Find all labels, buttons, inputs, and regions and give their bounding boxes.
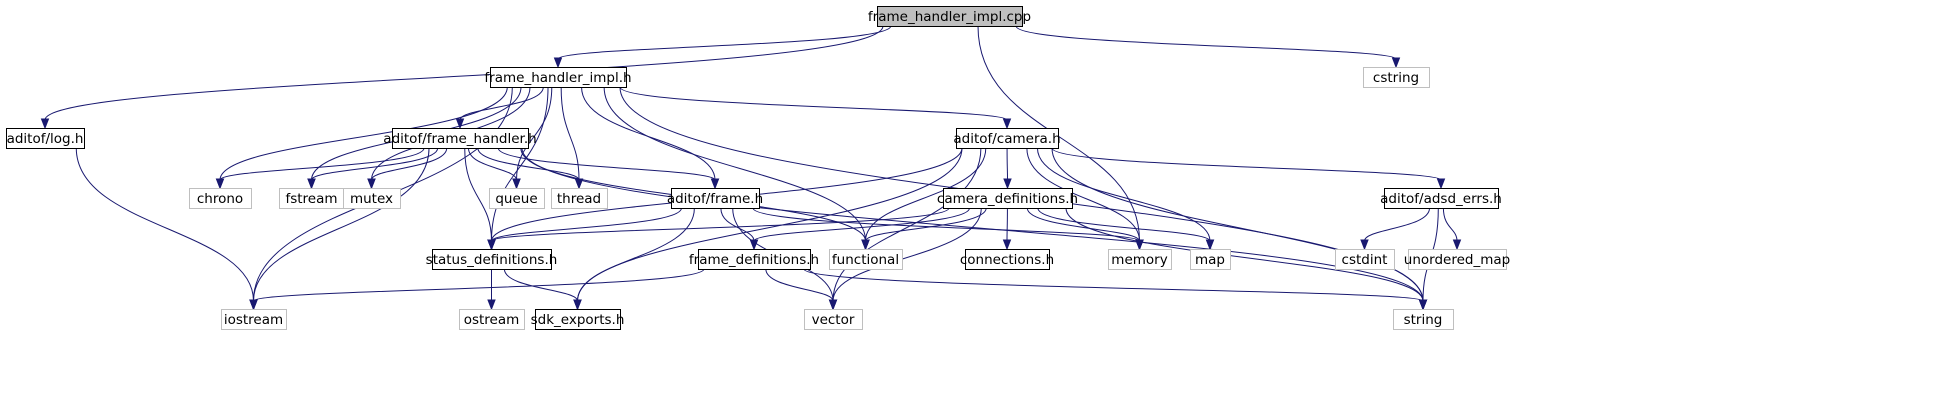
node-label: string (1404, 312, 1443, 328)
node-frame-handler-impl-cpp[interactable]: frame_handler_impl.cpp (868, 6, 1031, 27)
node-label: sdk_exports.h (531, 312, 625, 328)
edge-aditof_frame_handler_h-to-fstream (307, 147, 439, 190)
node-vector: vector (804, 309, 863, 330)
node-functional: functional (829, 249, 903, 270)
edge-camera_definitions_h-to-functional (861, 207, 987, 251)
node-label: frame_definitions.h (689, 252, 819, 268)
edge-camera_definitions_h-to-status_definitions_h (487, 207, 950, 251)
edge-aditof_frame_handler_h-to-iostream (249, 147, 430, 311)
node-label: chrono (197, 191, 243, 207)
node-label: thread (557, 191, 601, 207)
node-label: cstdint (1342, 252, 1388, 268)
node-frame-definitions-h[interactable]: frame_definitions.h (689, 249, 819, 270)
node-cstring: cstring (1363, 67, 1430, 88)
node-connections-h[interactable]: connections.h (960, 249, 1054, 270)
edge-aditof_frame_handler_h-to-thread (477, 147, 584, 190)
node-sdk-exports-h[interactable]: sdk_exports.h (531, 309, 625, 330)
node-unordered-map: unordered_map (1404, 249, 1510, 270)
node-label: iostream (224, 312, 283, 328)
node-label: memory (1111, 252, 1167, 268)
node-label: map (1195, 252, 1225, 268)
edge-aditof_camera_h-to-camera_definitions_h (1003, 147, 1012, 190)
edge-frame_handler_impl_cpp-to-log_h (40, 25, 884, 130)
node-label: functional (832, 252, 899, 268)
node-frame-handler-impl-h[interactable]: frame_handler_impl.h (484, 67, 632, 88)
node-aditof-camera-h[interactable]: aditof/camera.h (953, 128, 1061, 149)
edge-adsd_errs_h-to-unordered_map (1442, 207, 1462, 251)
edge-frame_definitions_h-to-string (803, 268, 1428, 311)
node-chrono: chrono (189, 188, 252, 209)
node-label: queue (495, 191, 537, 207)
node-label: status_definitions.h (426, 252, 558, 268)
node-string: string (1393, 309, 1454, 330)
node-adsd-errs-h[interactable]: aditof/adsd_errs.h (1380, 188, 1502, 209)
node-status-definitions-h[interactable]: status_definitions.h (426, 249, 558, 270)
node-log-h[interactable]: aditof/log.h (6, 128, 85, 149)
edge-camera_definitions_h-to-map (1037, 207, 1215, 251)
node-mutex: mutex (343, 188, 401, 209)
edge-camera_definitions_h-to-connections_h (1002, 207, 1012, 251)
edge-frame_definitions_h-to-vector (765, 268, 838, 311)
node-label: frame_handler_impl.h (484, 70, 631, 86)
graph-nodes: frame_handler_impl.cpp frame_handler_impl… (6, 6, 1510, 330)
node-memory: memory (1108, 249, 1172, 270)
node-label: unordered_map (1404, 252, 1510, 268)
edge-aditof_camera_h-to-adsd_errs_h (1051, 147, 1446, 190)
node-iostream: iostream (221, 309, 287, 330)
edge-aditof_frame_handler_h-to-mutex (367, 147, 448, 190)
edge-frame_handler_impl_h-to-aditof_frame_handler_h (455, 86, 544, 130)
node-thread: thread (551, 188, 608, 209)
edge-frame_handler_impl_cpp-to-cstring (1015, 25, 1401, 69)
node-aditof-frame-h[interactable]: aditof/frame.h (667, 188, 763, 209)
node-label: mutex (350, 191, 393, 207)
edge-status_definitions_h-to-sdk_exports_h (503, 268, 582, 311)
node-label: frame_handler_impl.cpp (868, 9, 1031, 25)
edge-aditof_frame_handler_h-to-aditof_frame_h (497, 147, 720, 190)
edge-camera_definitions_h-to-frame_definitions_h (749, 207, 970, 251)
node-label: aditof/camera.h (953, 131, 1060, 147)
edge-status_definitions_h-to-ostream (487, 269, 496, 311)
node-fstream: fstream (279, 188, 345, 209)
edge-frame_handler_impl_h-to-aditof_camera_h (619, 86, 1012, 130)
edge-aditof_camera_h-to-sdk_exports_h (573, 147, 963, 311)
node-map: map (1190, 249, 1231, 270)
node-label: connections.h (960, 252, 1054, 268)
node-label: aditof/log.h (7, 131, 84, 147)
node-aditof-frame-handler-h[interactable]: aditof/frame_handler.h (383, 128, 537, 149)
node-label: aditof/frame.h (667, 191, 763, 207)
node-label: fstream (285, 191, 337, 207)
node-label: camera_definitions.h (937, 191, 1078, 207)
edge-adsd_errs_h-to-cstdint (1360, 207, 1431, 251)
node-camera-definitions-h[interactable]: camera_definitions.h (937, 188, 1078, 209)
node-label: aditof/frame_handler.h (383, 131, 536, 147)
node-ostream: ostream (459, 309, 525, 330)
edge-frame_handler_impl_cpp-to-frame_handler_impl_h (553, 25, 892, 69)
edge-aditof_frame_h-to-status_definitions_h (487, 207, 682, 251)
node-label: vector (812, 312, 855, 328)
node-label: aditof/adsd_errs.h (1380, 191, 1502, 207)
node-cstdint: cstdint (1335, 249, 1395, 270)
edge-frame_definitions_h-to-iostream (249, 268, 705, 311)
edge-log_h-to-iostream (75, 147, 258, 311)
node-label: cstring (1373, 70, 1419, 86)
edge-aditof_frame_h-to-sdk_exports_h (573, 207, 695, 311)
edge-aditof_frame_handler_h-to-chrono (215, 147, 425, 190)
node-queue: queue (489, 188, 545, 209)
edge-aditof_frame_handler_h-to-queue (467, 147, 521, 190)
node-label: ostream (464, 312, 520, 328)
